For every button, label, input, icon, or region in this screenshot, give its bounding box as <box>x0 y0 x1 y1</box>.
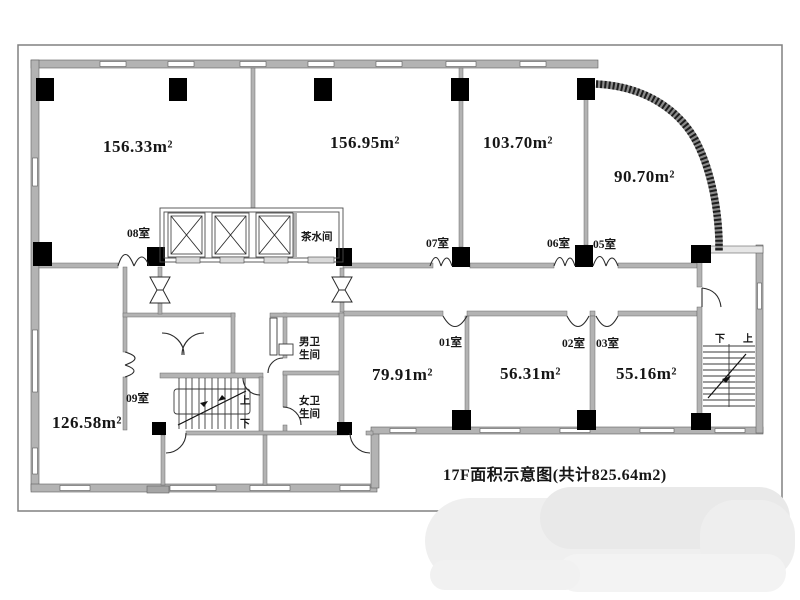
elevator-door-sills <box>175 256 335 264</box>
door-label-02: 02室 <box>562 336 586 350</box>
room-area-79-91: 79.91m² <box>372 365 433 384</box>
exterior-walls <box>30 59 764 494</box>
door-arc-bottom-room-left <box>165 432 187 454</box>
room-area-156-33: 156.33m² <box>103 137 173 156</box>
elevator-core <box>159 207 344 264</box>
elevator-shaft-1 <box>167 212 206 258</box>
watermark-blob <box>425 487 795 592</box>
room-area-126-58: 126.58m² <box>52 413 122 432</box>
door-arc-06 <box>553 256 576 267</box>
room-area-90-70: 90.70m² <box>614 167 675 186</box>
corridor-swing-door-symbols <box>149 276 353 304</box>
door-label-05: 05室 <box>593 237 617 251</box>
door-arc-central-stair <box>242 377 261 396</box>
plan-title: 17F面积示意图(共计825.64m2) <box>443 465 667 484</box>
room-area-103-70: 103.70m² <box>483 133 553 152</box>
central-stair-up-label: 上 <box>240 394 250 407</box>
door-label-03: 03室 <box>596 336 620 350</box>
door-label-06: 06室 <box>547 236 571 250</box>
drawing-frame <box>17 44 783 512</box>
door-arc-03 <box>595 315 619 328</box>
door-arc-bottom-room-right <box>349 432 371 454</box>
central-staircase <box>173 378 251 429</box>
door-label-01: 01室 <box>439 335 463 349</box>
door-arc-female-wc <box>282 406 302 426</box>
right-staircase <box>703 344 755 407</box>
wc-fixtures <box>269 317 294 356</box>
door-label-09: 09室 <box>126 391 150 405</box>
structural-columns <box>33 78 711 435</box>
wall-windows <box>32 61 762 491</box>
door-arc-male-wc <box>267 357 284 374</box>
door-arc-02 <box>566 315 590 328</box>
door-label-08: 08室 <box>127 226 151 240</box>
interior-walls <box>38 67 703 486</box>
room-area-55-16: 55.16m² <box>616 364 677 383</box>
elevator-shaft-3 <box>255 212 294 258</box>
door-arc-right-stair <box>701 287 722 308</box>
door-arc-09 <box>124 351 136 378</box>
right-stair-up-label: 上 <box>743 332 753 345</box>
door-arc-05 <box>592 255 619 267</box>
tea-room-label: 茶水间 <box>300 230 333 243</box>
labels: 156.33m² 156.95m² 103.70m² 90.70m² 79.91… <box>52 133 753 484</box>
door-arc-unit09-double <box>161 332 205 356</box>
curved-facade-wall <box>595 80 723 251</box>
male-wc-label-line2: 生间 <box>299 348 320 361</box>
room-area-156-95: 156.95m² <box>330 133 400 152</box>
room-area-56-31: 56.31m² <box>500 364 561 383</box>
door-arc-07 <box>429 256 453 267</box>
female-wc-label-line2: 生间 <box>299 407 320 420</box>
door-arc-01 <box>442 315 468 328</box>
male-wc-label-line1: 男卫 <box>299 336 320 348</box>
door-arc-08 <box>117 253 150 267</box>
central-stair-down-label: 下 <box>240 418 250 430</box>
door-swings <box>117 253 722 454</box>
door-label-07: 07室 <box>426 236 450 250</box>
female-wc-label-line1: 女卫 <box>299 394 320 407</box>
elevator-shaft-2 <box>211 212 250 258</box>
right-stair-down-label: 下 <box>715 333 725 345</box>
